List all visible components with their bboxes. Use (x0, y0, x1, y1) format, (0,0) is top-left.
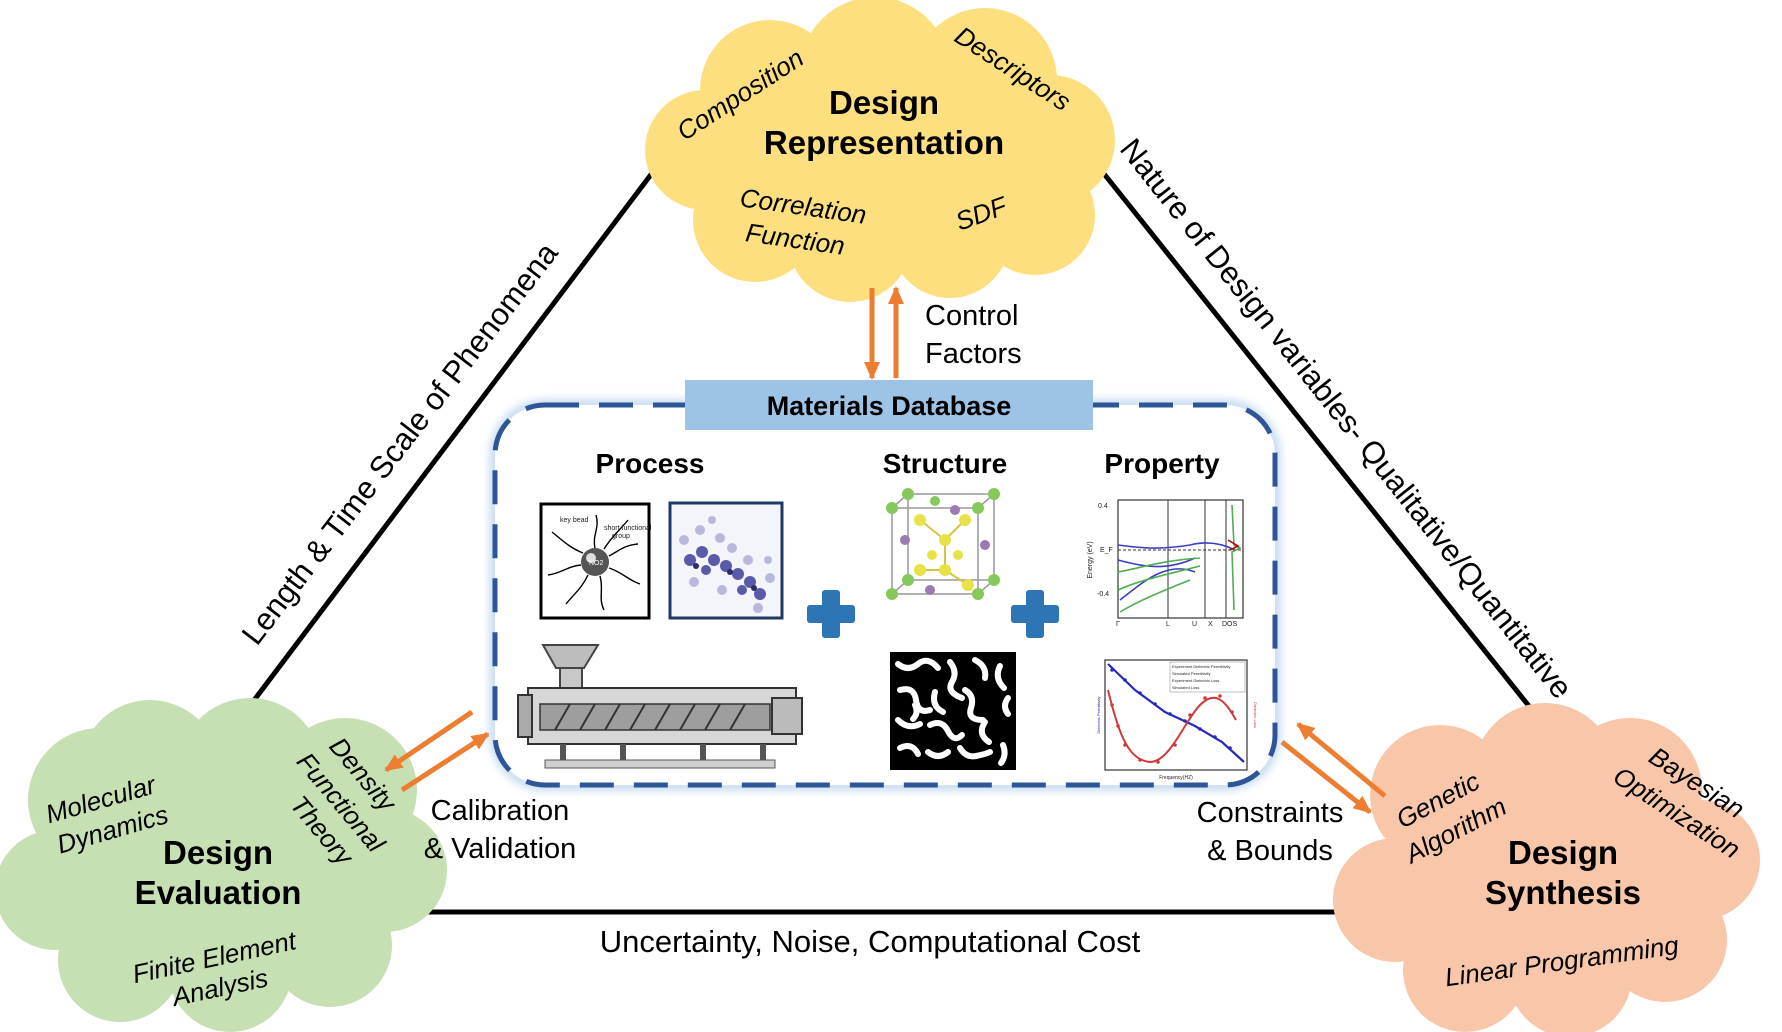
edge-left-arrow (218, 152, 668, 748)
nanoparticle-label: group (612, 533, 630, 540)
cloud-title-line1: Design (163, 834, 273, 871)
column-property: Property (1104, 448, 1220, 479)
column-structure: Structure (883, 448, 1007, 479)
database-header (685, 380, 1093, 430)
legend-entry: Simulated Loss (1172, 685, 1199, 690)
dielectric-legend: Experiment Dielectric Permittivity Simul… (1169, 661, 1246, 693)
dielectric-yright: Dielectric Loss (1253, 702, 1258, 728)
band-yaxis: Energy (eV) (1087, 541, 1094, 578)
constraints-arrows (1280, 722, 1387, 814)
control-factors-arrows (864, 286, 904, 380)
band-xtick: DOS (1222, 621, 1238, 628)
calibration-label-line2: & Validation (424, 833, 577, 865)
nanoparticle-label: NO2 (589, 560, 604, 567)
cloud-title-line1: Design (1508, 834, 1618, 871)
column-process: Process (596, 448, 705, 479)
dielectric-yleft: Dielectric Permittivity (1096, 696, 1101, 733)
constraints-label-line2: & Bounds (1207, 835, 1333, 867)
cloud-design-synthesis: Genetic Algorithm Bayesian Optimization … (1333, 703, 1760, 1032)
extruder-thumbnail (517, 644, 803, 769)
control-label-line2: Factors (925, 338, 1022, 370)
legend-entry: Experiment Dielectric Permittivity (1172, 664, 1230, 669)
band-xtick: U (1192, 621, 1197, 628)
crystal-lattice-thumbnail (886, 488, 1000, 600)
cloud-design-evaluation: Molecular Dynamics Density Functional Th… (0, 698, 447, 1032)
loss-curve (1107, 689, 1237, 764)
nanoparticle-thumbnail: key bead short functional group NO2 (539, 502, 652, 620)
plus-icon (1011, 590, 1059, 638)
cloud-title-line2: Representation (764, 124, 1004, 161)
nanoparticle-label: short functional (604, 525, 652, 532)
edge-right-arrow (1083, 148, 1556, 740)
dielectric-xaxis: Frequency(HZ) (1159, 775, 1193, 781)
calibration-arrows (384, 709, 490, 793)
cloud-title-line1: Design (829, 84, 939, 121)
dielectric-spectrum-thumbnail: Experiment Dielectric Permittivity Simul… (1096, 659, 1258, 781)
plus-icon (807, 590, 855, 638)
nanoparticle-label: key bead (560, 517, 589, 524)
band-ytick: 0.4 (1098, 503, 1108, 510)
constraints-label-line1: Constraints (1197, 797, 1344, 829)
calibration-label-line1: Calibration (431, 795, 570, 827)
permittivity-curve (1107, 663, 1245, 763)
database-title: Materials Database (767, 391, 1012, 421)
band-xtick: Γ (1116, 621, 1120, 628)
legend-entry: Experiment Dielectric Loss (1172, 678, 1219, 683)
band-ytick: -0.4 (1097, 591, 1109, 598)
cloud-title-line2: Synthesis (1485, 874, 1641, 911)
band-xtick: X (1208, 621, 1213, 628)
legend-entry: Simulated Permittivity (1172, 671, 1210, 676)
edge-bottom-label: Uncertainty, Noise, Computational Cost (600, 924, 1141, 959)
materials-database-panel: Materials Database Process Structure Pro… (489, 380, 1281, 791)
band-xtick: L (1166, 621, 1170, 628)
cloud-design-representation: Design Representation Composition Descri… (645, 0, 1115, 302)
molecular-chain-thumbnail (668, 501, 784, 620)
microstructure-thumbnail (890, 652, 1016, 770)
control-label-line1: Control (925, 300, 1019, 332)
cloud-title-line2: Evaluation (135, 874, 302, 911)
band-ytick: E_F (1100, 547, 1113, 554)
band-structure-thumbnail: 0.4 E_F -0.4 Energy (eV) Γ L U X DOS (1087, 499, 1244, 628)
